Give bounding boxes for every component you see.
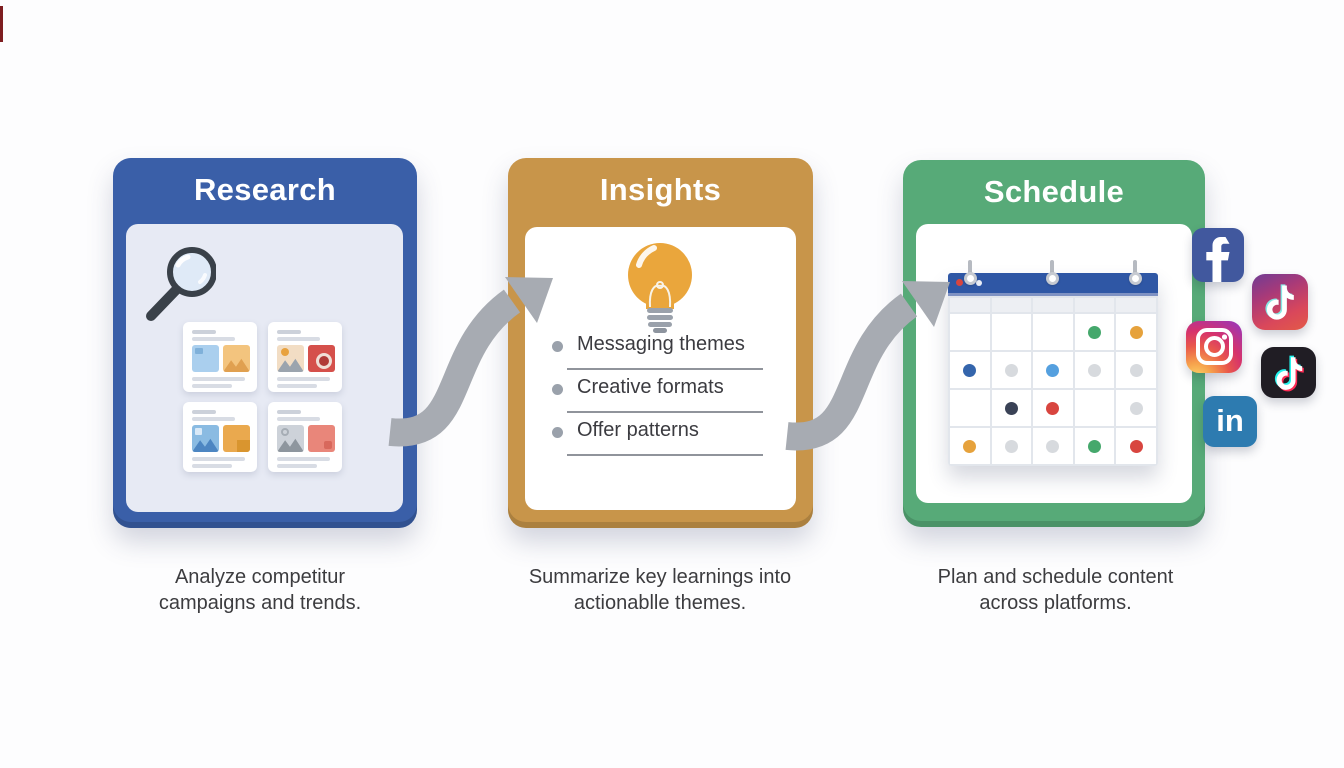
magnifier-icon xyxy=(146,247,216,321)
calendar-cell xyxy=(1033,314,1073,350)
result-card xyxy=(183,322,257,392)
calendar-dot xyxy=(1129,439,1143,453)
calendar-cell xyxy=(950,428,990,464)
calendar-ring-icon xyxy=(964,260,977,290)
calendar-dot xyxy=(1129,401,1143,415)
schedule-title: Schedule xyxy=(983,174,1125,209)
caption-research: Analyze competitur campaigns and trends. xyxy=(110,564,410,616)
calendar-whitedot xyxy=(976,280,982,286)
insights-panel: Messaging themes Creative formats Offer … xyxy=(525,227,796,510)
calendar-dot xyxy=(1088,325,1102,339)
calendar-cell xyxy=(1074,352,1115,388)
calendar-dot xyxy=(1088,363,1102,377)
step-card-schedule: Schedule xyxy=(903,160,1205,527)
calendar-weekday-cell xyxy=(950,298,990,312)
tiktok-icon xyxy=(1252,274,1308,330)
calendar-cell xyxy=(950,314,990,350)
linkedin-icon: in xyxy=(1203,396,1257,447)
linkedin-glyph: in xyxy=(1216,402,1244,438)
bullet-dot-icon xyxy=(552,427,563,438)
calendar-graphic xyxy=(948,260,1158,466)
calendar-dot xyxy=(963,439,977,453)
calendar-dot xyxy=(1088,439,1102,453)
calendar-cell xyxy=(1074,314,1115,350)
caption-insights: Summarize key learnings into actionablle… xyxy=(505,564,815,616)
caption-line: across platforms. xyxy=(979,592,1132,614)
calendar-cell xyxy=(1116,352,1156,388)
instagram-icon xyxy=(1186,321,1242,373)
caption-line: actionablle themes. xyxy=(573,592,747,614)
lightbulb-icon xyxy=(628,243,692,333)
calendar-cell xyxy=(1033,352,1073,388)
caption-line: Summarize key learnings into xyxy=(528,566,792,588)
bullet-label: Creative formats xyxy=(577,376,724,398)
calendar-cell xyxy=(991,390,1032,426)
step-card-research: Research xyxy=(113,158,417,528)
result-card xyxy=(268,402,342,472)
calendar-cell xyxy=(1116,390,1156,426)
facebook-icon xyxy=(1192,228,1244,282)
bullet-underline xyxy=(567,411,763,413)
bullet-item: Offer patterns xyxy=(525,418,796,461)
calendar-dot xyxy=(1004,439,1018,453)
step-card-insights: Insights Messaging themes xyxy=(508,158,813,528)
calendar-header xyxy=(948,260,1158,296)
calendar-dot xyxy=(1129,325,1143,339)
calendar-cell xyxy=(950,390,990,426)
calendar-cell xyxy=(1033,390,1073,426)
bullet-underline xyxy=(567,454,763,456)
calendar-dot xyxy=(963,363,977,377)
calendar-dot xyxy=(1129,363,1143,377)
calendar-ring-icon xyxy=(1129,260,1142,290)
calendar-dot xyxy=(1004,401,1018,415)
caption-line: campaigns and trends. xyxy=(158,592,362,614)
calendar-cell xyxy=(991,314,1032,350)
research-title: Research xyxy=(194,172,336,207)
bullet-item: Messaging themes xyxy=(525,332,796,375)
calendar-ring-icon xyxy=(1046,260,1059,290)
calendar-cell xyxy=(1074,390,1115,426)
bullet-dot-icon xyxy=(552,341,563,352)
insights-title: Insights xyxy=(599,172,722,207)
bullet-label: Messaging themes xyxy=(577,333,745,355)
result-card xyxy=(268,322,342,392)
bullet-underline xyxy=(567,368,763,370)
edge-artifact xyxy=(0,6,3,42)
insights-bullet-list: Messaging themes Creative formats Offer … xyxy=(525,332,796,461)
calendar-weekday-cell xyxy=(991,298,1032,312)
bullet-dot-icon xyxy=(552,384,563,395)
calendar-dot xyxy=(1046,363,1060,377)
calendar-cell xyxy=(1116,428,1156,464)
calendar-reddot xyxy=(956,279,963,286)
calendar-cell xyxy=(1074,428,1115,464)
calendar-grid xyxy=(948,296,1158,466)
calendar-cell xyxy=(991,428,1032,464)
schedule-panel xyxy=(916,224,1192,503)
bullet-label: Offer patterns xyxy=(577,419,699,441)
caption-line: Analyze competitur xyxy=(174,566,346,588)
calendar-cell xyxy=(991,352,1032,388)
calendar-weekday-cell xyxy=(1074,298,1115,312)
tiktok-dark-icon xyxy=(1261,347,1316,398)
calendar-cell xyxy=(1033,428,1073,464)
caption-line: Plan and schedule content xyxy=(937,566,1174,588)
research-results-grid xyxy=(183,322,342,472)
result-card xyxy=(183,402,257,472)
caption-schedule: Plan and schedule content across platfor… xyxy=(903,564,1208,616)
research-panel xyxy=(126,224,403,512)
calendar-cell xyxy=(1116,314,1156,350)
calendar-cell xyxy=(950,352,990,388)
calendar-weekday-cell xyxy=(1116,298,1156,312)
calendar-weekday-cell xyxy=(1033,298,1073,312)
bullet-item: Creative formats xyxy=(525,375,796,418)
calendar-dot xyxy=(1004,363,1018,377)
calendar-dot xyxy=(1046,439,1060,453)
calendar-dot xyxy=(1046,401,1060,415)
